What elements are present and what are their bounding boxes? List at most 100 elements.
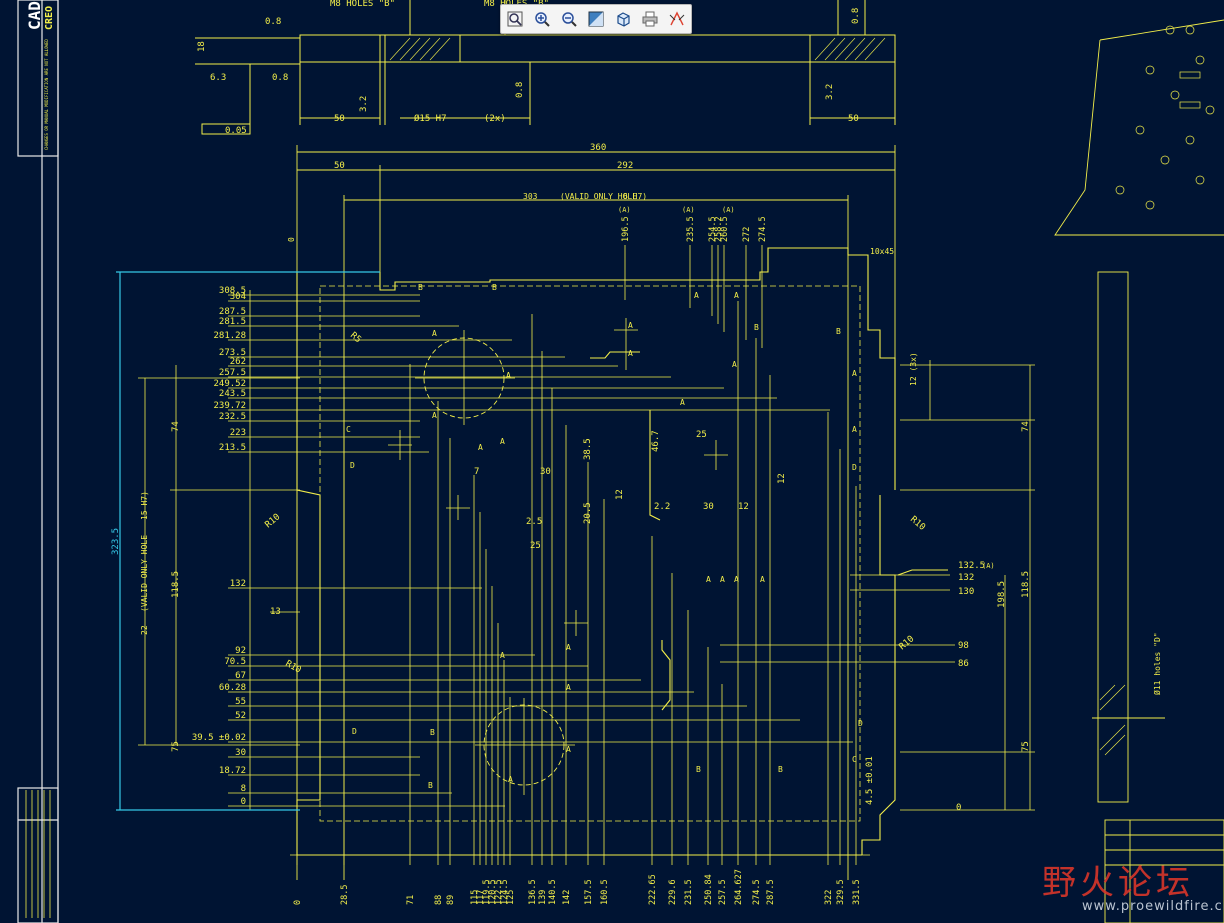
dim-h7: 6 H7) — [623, 192, 647, 201]
bottom-dim-label: 88 — [434, 895, 444, 905]
holes-circles — [423, 337, 565, 786]
print-button[interactable] — [639, 8, 661, 30]
left-dim-label: 92 — [235, 646, 246, 656]
label-dim-50b: 50 — [848, 114, 859, 124]
section-marker: A — [628, 321, 633, 330]
left-dim-label: 70.5 — [224, 657, 246, 667]
section-marker: A — [628, 349, 633, 358]
section-marker: A — [506, 371, 511, 380]
dim-0-right: 0 — [956, 803, 961, 813]
section-marker: D — [858, 719, 863, 728]
bottom-dim-label: 274.5 — [752, 879, 762, 905]
dim-132-5: 132.5 — [958, 561, 985, 571]
dim-valid-hole-15: (VALID ONLY HOLE — [140, 535, 149, 612]
zoom-out-icon — [562, 12, 577, 27]
radius-r10-c: R10 — [284, 659, 303, 676]
dim-75-right: 75 — [1021, 741, 1031, 752]
dim-118-5-left: 118.5 — [171, 571, 181, 598]
label-rough-63: 6.3 — [210, 73, 226, 83]
dim-25-a: 25 — [696, 430, 707, 440]
left-dim-label: 249.52 — [213, 379, 246, 389]
left-dim-label: 132 — [230, 579, 246, 589]
section-marker: B — [778, 765, 783, 774]
dashed-boundary — [319, 285, 861, 822]
bottom-dim-label: 222.65 — [648, 874, 658, 905]
bottom-dim-label: 287.5 — [766, 879, 776, 905]
dim-top-zero: 0 — [287, 237, 296, 242]
section-marker: A — [732, 360, 737, 369]
section-marker: A — [566, 683, 571, 692]
top-column-label: 235.5 — [686, 216, 696, 242]
label-qty-2x: (2x) — [484, 114, 506, 124]
top-column-label: 260.5 — [720, 216, 730, 242]
left-dim-label: 223 — [230, 428, 246, 438]
dim-130: 130 — [958, 587, 974, 597]
left-dim-label: 308.5 — [219, 286, 246, 296]
watermark-chinese-text: 野火论坛 — [1042, 863, 1194, 903]
bottom-dim-label: 322 — [824, 890, 834, 905]
shaded-view-button[interactable] — [585, 8, 607, 30]
bottom-dim-label: 122.5 — [494, 879, 504, 905]
section-marker: B — [754, 323, 759, 332]
bottom-dim-label: 331.5 — [852, 879, 862, 905]
section-marker: B — [836, 327, 841, 336]
right-view-holes — [1115, 25, 1215, 210]
bottom-dim-label: 231.5 — [684, 879, 694, 905]
section-marker: A — [508, 775, 513, 784]
top-column-label: 254.5 — [708, 216, 718, 242]
bottom-extension-lines — [290, 290, 870, 865]
forum-watermark: 野火论坛 www.proewildfire.cn — [1038, 855, 1224, 923]
zoom-out-button[interactable] — [558, 8, 580, 30]
bottom-dim-label: 0 — [293, 900, 303, 905]
dim-50: 50 — [334, 161, 345, 171]
drawing-frame — [17, 0, 59, 923]
dim-75-left: 75 — [171, 741, 181, 752]
dim-12-c: 12 — [738, 502, 749, 512]
dim-303: 303 — [523, 192, 538, 201]
section-marker: A — [706, 575, 711, 584]
section-marker: B — [696, 765, 701, 774]
top-column-a-label: (A) — [618, 206, 631, 214]
cube-view-button[interactable] — [612, 8, 634, 30]
section-marker: B — [418, 283, 423, 292]
dim-13: 13 — [270, 607, 281, 617]
dim-360: 360 — [590, 143, 606, 153]
zoom-window-button[interactable] — [504, 8, 526, 30]
bottom-dim-label: 119.5 — [482, 879, 492, 905]
section-marker: A — [680, 398, 685, 407]
left-dimension-labels: 308.5304287.5281.5281.28273.5262257.5249… — [192, 286, 246, 807]
left-dim-label: 239.72 — [213, 401, 246, 411]
section-marker: D — [852, 463, 857, 472]
bottom-dim-label: 115 — [470, 890, 480, 905]
title-notice: CHANGES OR MANUAL MODIFICATION ARE NOT A… — [44, 39, 49, 150]
section-marker: A — [760, 575, 765, 584]
section-marker: D — [352, 727, 357, 736]
bottom-dim-label: 136.5 — [528, 879, 538, 905]
dim-132: 132 — [958, 573, 974, 583]
snap-button[interactable] — [666, 8, 688, 30]
dim-2-2: 2.2 — [654, 502, 670, 512]
radius-r10-b: R10 — [908, 515, 927, 533]
bottom-dim-label: 250.84 — [704, 874, 714, 905]
bottom-dim-label: 329.5 — [836, 879, 846, 905]
bottom-dim-label: 71 — [406, 895, 416, 905]
view-toolbar — [500, 4, 692, 34]
top-section-views — [195, 0, 896, 135]
bottom-dim-label: 160.5 — [600, 879, 610, 905]
dim-22: 22 — [140, 625, 149, 635]
shaded-view-icon — [588, 11, 604, 27]
section-marker: A — [500, 437, 505, 446]
left-dim-label: 67 — [235, 671, 246, 681]
bottom-dim-label: 120.5 — [488, 879, 498, 905]
section-marker: A — [432, 329, 437, 338]
label-rough-08c: 0.8 — [515, 82, 525, 98]
bottom-dim-label: 142 — [562, 890, 572, 905]
section-marker: A — [566, 745, 571, 754]
section-marker: A — [852, 425, 857, 434]
zoom-in-button[interactable] — [531, 8, 553, 30]
left-dim-label: 281.28 — [213, 331, 246, 341]
left-dim-label: 55 — [235, 697, 246, 707]
